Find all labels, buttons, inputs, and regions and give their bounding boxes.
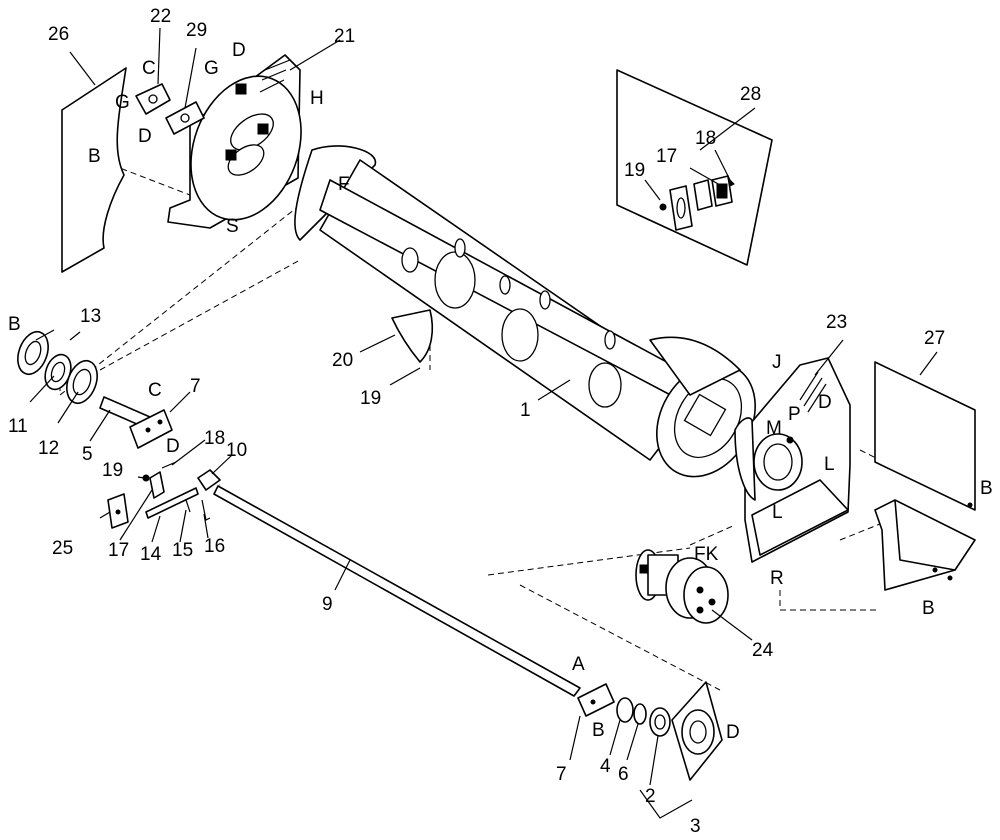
part-6-washer xyxy=(633,703,647,725)
part-10-lever xyxy=(197,469,221,491)
callout-15: 15 xyxy=(172,540,193,561)
letter-H: H xyxy=(310,88,324,109)
callout-7-right: 7 xyxy=(556,764,567,785)
letter-C-left: C xyxy=(142,58,156,79)
letter-J: J xyxy=(772,352,782,373)
callout-11: 11 xyxy=(8,416,28,437)
callout-5: 5 xyxy=(82,444,93,465)
letter-B-left: B xyxy=(88,146,101,167)
callout-25: 25 xyxy=(52,538,73,559)
part-27-right-panel xyxy=(874,361,976,591)
part-12-flange xyxy=(66,359,98,405)
part-17-bracket xyxy=(149,471,165,499)
callout-3: 3 xyxy=(690,816,701,837)
letter-L-upper: L xyxy=(824,454,835,475)
part-15-pin xyxy=(185,499,191,513)
number-callouts: 26 22 29 21 28 19 17 18 23 27 13 11 12 5… xyxy=(8,6,945,837)
callout-18-top: 18 xyxy=(695,128,716,149)
letter-A: A xyxy=(572,654,585,675)
callout-22: 22 xyxy=(150,6,171,27)
part-9-long-shaft xyxy=(213,485,581,697)
part-7-clamp-left xyxy=(129,409,173,449)
letter-D-top: D xyxy=(232,40,246,61)
part-29-gasket xyxy=(165,101,205,135)
letter-R: R xyxy=(770,568,784,589)
callout-23: 23 xyxy=(826,312,847,333)
callout-26: 26 xyxy=(48,24,69,45)
letter-D-left: D xyxy=(138,126,152,147)
callout-1: 1 xyxy=(520,400,531,421)
part-23-right-housing xyxy=(734,357,851,563)
callout-12: 12 xyxy=(38,438,59,459)
callout-2: 2 xyxy=(645,786,656,807)
letter-B-7: B xyxy=(592,720,605,741)
part-2-seal xyxy=(649,707,671,737)
letter-F-top: F xyxy=(338,174,350,195)
letter-B-13: B xyxy=(8,314,21,335)
callout-19-mid: 19 xyxy=(360,388,381,409)
callout-18-left: 18 xyxy=(204,428,225,449)
part-1-main-tube xyxy=(294,145,756,478)
letter-G-top: G xyxy=(204,58,219,79)
letter-B-bottom: B xyxy=(922,598,935,619)
callout-7-left: 7 xyxy=(190,376,201,397)
part-21-left-housing xyxy=(167,54,302,229)
part-14-rod xyxy=(145,487,199,519)
part-26-left-panel xyxy=(61,67,127,273)
letter-FK: FK xyxy=(694,544,719,565)
letter-G-left: G xyxy=(115,92,130,113)
callout-14: 14 xyxy=(140,544,162,565)
letter-M: M xyxy=(766,418,782,439)
part-16-cotter xyxy=(201,499,211,521)
part-22-plate xyxy=(135,83,171,115)
callout-13: 13 xyxy=(80,306,101,327)
callout-16: 16 xyxy=(204,536,225,557)
callout-28: 28 xyxy=(740,84,761,105)
part-28-inset-panel xyxy=(616,69,773,266)
callout-27: 27 xyxy=(924,328,945,349)
letter-L-lower: L xyxy=(772,502,783,523)
part-4-bushing xyxy=(616,697,634,723)
callout-24: 24 xyxy=(752,640,774,661)
callout-6: 6 xyxy=(618,764,629,785)
letter-D-3: D xyxy=(726,722,740,743)
leader-lines xyxy=(29,27,938,819)
callout-17-top: 17 xyxy=(656,146,677,167)
part-7-clamp-right xyxy=(577,683,615,717)
part-24-motor xyxy=(635,549,729,624)
callout-21: 21 xyxy=(334,26,355,47)
callout-20: 20 xyxy=(332,350,353,371)
callout-4: 4 xyxy=(600,756,611,777)
part-20-deflector xyxy=(391,309,434,363)
callout-17-left: 17 xyxy=(108,540,129,561)
callout-19-top: 19 xyxy=(624,160,645,181)
letter-D-7: D xyxy=(166,436,180,457)
letter-callouts: G B C D D G H F S B C D J P D M L L B FK… xyxy=(8,40,993,743)
letter-S: S xyxy=(226,216,239,237)
letter-B-27: B xyxy=(980,478,993,499)
callout-9: 9 xyxy=(322,594,333,615)
callout-19-left: 19 xyxy=(102,460,123,481)
part-11-bearing xyxy=(44,353,72,391)
letter-P: P xyxy=(788,404,801,425)
letter-C-7: C xyxy=(148,380,162,401)
part-25-plate xyxy=(107,493,129,529)
callout-29: 29 xyxy=(186,20,207,41)
callout-10: 10 xyxy=(226,440,247,461)
part-13-flange-cover xyxy=(17,330,49,376)
part-3-bearing-plate xyxy=(671,681,723,781)
letter-D-23: D xyxy=(818,392,832,413)
